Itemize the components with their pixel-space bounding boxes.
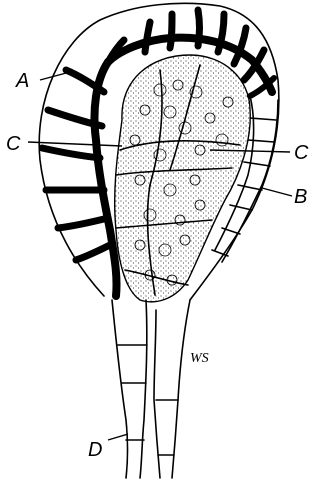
label-A: A — [15, 70, 29, 92]
leader-D — [108, 434, 128, 440]
stalk — [112, 300, 190, 478]
label-C-left: C — [6, 133, 21, 155]
label-B: B — [294, 186, 307, 208]
label-D: D — [88, 439, 102, 461]
label-C-right: C — [294, 142, 309, 164]
artist-signature: WS — [190, 351, 209, 366]
leader-B — [262, 188, 292, 196]
